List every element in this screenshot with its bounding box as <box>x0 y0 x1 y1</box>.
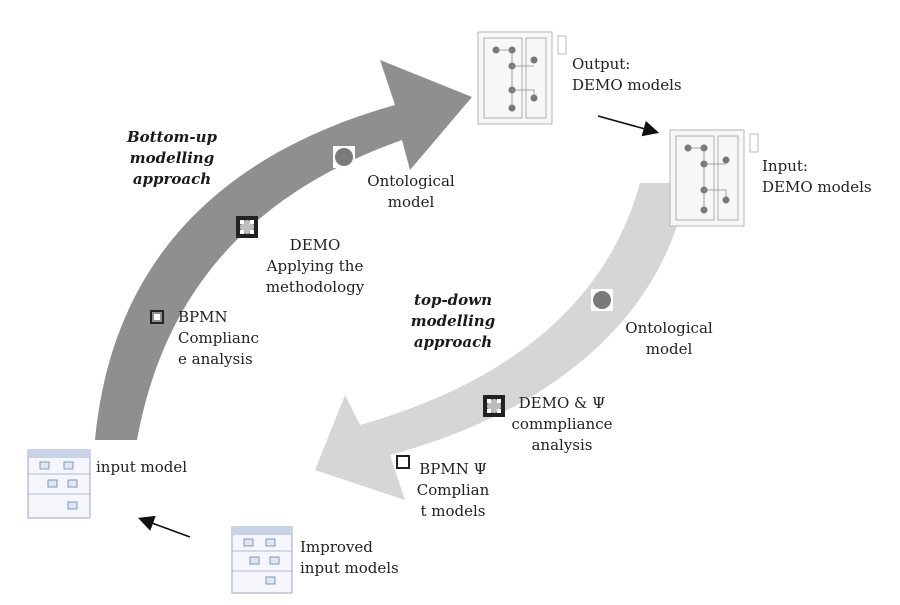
bpmn-compliance-analysis-label: BPMN Complianc e analysis <box>178 308 259 368</box>
bottom-up-arrow <box>95 60 472 440</box>
input-demo-models-label: Input: DEMO models <box>762 157 872 196</box>
input-model-thumbnail <box>27 449 91 519</box>
input-model-label: input model <box>96 458 188 476</box>
bpmn-icon <box>150 310 164 324</box>
ontological-model-label-right: Ontological model <box>625 319 713 358</box>
demo-icon <box>483 395 505 417</box>
demo-icon <box>236 216 258 238</box>
bottom-up-approach-label: Bottom-up modelling approach <box>126 128 218 188</box>
top-down-approach-label: top-down modelling approach <box>410 291 496 351</box>
ontological-model-icon <box>333 146 355 168</box>
top-down-arrow <box>315 183 688 500</box>
improved-input-models-label: Improved input models <box>300 538 399 577</box>
improved-to-input-arrow <box>137 515 191 538</box>
demo-psi-compliance-label: DEMO & Ψ commpliance analysis <box>511 394 613 454</box>
ontological-model-label-left: Ontological model <box>367 172 455 211</box>
output-demo-model-thumbnail <box>477 31 567 125</box>
improved-input-models-thumbnail <box>231 526 293 594</box>
ontological-model-icon <box>591 289 613 311</box>
bpmn-icon <box>396 455 410 469</box>
bpmn-psi-compliant-models-label: BPMN Ψ Complian t models <box>416 460 490 520</box>
demo-applying-methodology-label: DEMO Applying the methodology <box>265 236 365 296</box>
input-demo-model-thumbnail <box>669 129 759 227</box>
output-to-input-arrow <box>597 115 660 137</box>
output-demo-models-label: Output: DEMO models <box>572 55 682 94</box>
